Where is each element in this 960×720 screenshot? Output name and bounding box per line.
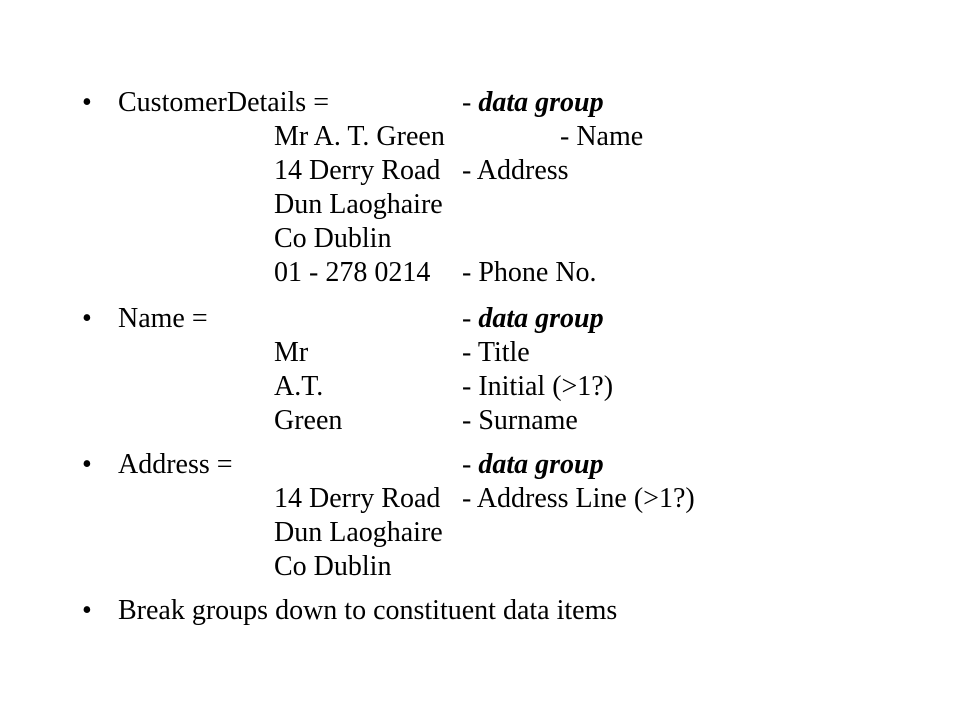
bullet-point: • <box>82 449 92 480</box>
data-desc: - Address <box>462 155 569 186</box>
group-heading: Name = <box>118 303 208 334</box>
data-desc: - Title <box>462 337 530 368</box>
data-value: Mr <box>274 337 309 368</box>
group-type: - data group <box>462 448 604 482</box>
group-type-label: data group <box>478 87 604 118</box>
group-heading: CustomerDetails = <box>118 87 329 118</box>
data-value: Dun Laoghaire <box>274 189 443 220</box>
data-value: A.T. <box>274 371 324 402</box>
bullet-point: • <box>82 303 92 334</box>
data-value: 01 - 278 0214 <box>274 257 431 288</box>
data-value: Co Dublin <box>274 551 392 582</box>
group-type-label: data group <box>478 449 604 480</box>
bullet-point: • <box>82 595 92 626</box>
data-desc: - Surname <box>462 405 578 436</box>
data-value: Mr A. T. Green <box>274 121 445 152</box>
data-desc: - Address Line (>1?) <box>462 483 695 514</box>
data-value: 14 Derry Road <box>274 483 441 514</box>
data-value: Dun Laoghaire <box>274 517 443 548</box>
group-heading: Address = <box>118 449 233 480</box>
data-value: Co Dublin <box>274 223 392 254</box>
final-bullet-text: Break groups down to constituent data it… <box>118 595 618 626</box>
data-value: Green <box>274 405 343 436</box>
bullet-point: • <box>82 87 92 118</box>
data-value: 14 Derry Road <box>274 155 441 186</box>
data-desc: - Initial (>1?) <box>462 371 614 402</box>
group-type-marker: - <box>462 449 472 480</box>
data-desc: - Name <box>560 121 644 152</box>
group-type: - data group <box>462 302 604 336</box>
group-type-label: data group <box>478 303 604 334</box>
group-type-marker: - <box>462 87 472 118</box>
group-type-marker: - <box>462 303 472 334</box>
group-type: - data group <box>462 86 604 120</box>
data-desc: - Phone No. <box>462 257 597 288</box>
